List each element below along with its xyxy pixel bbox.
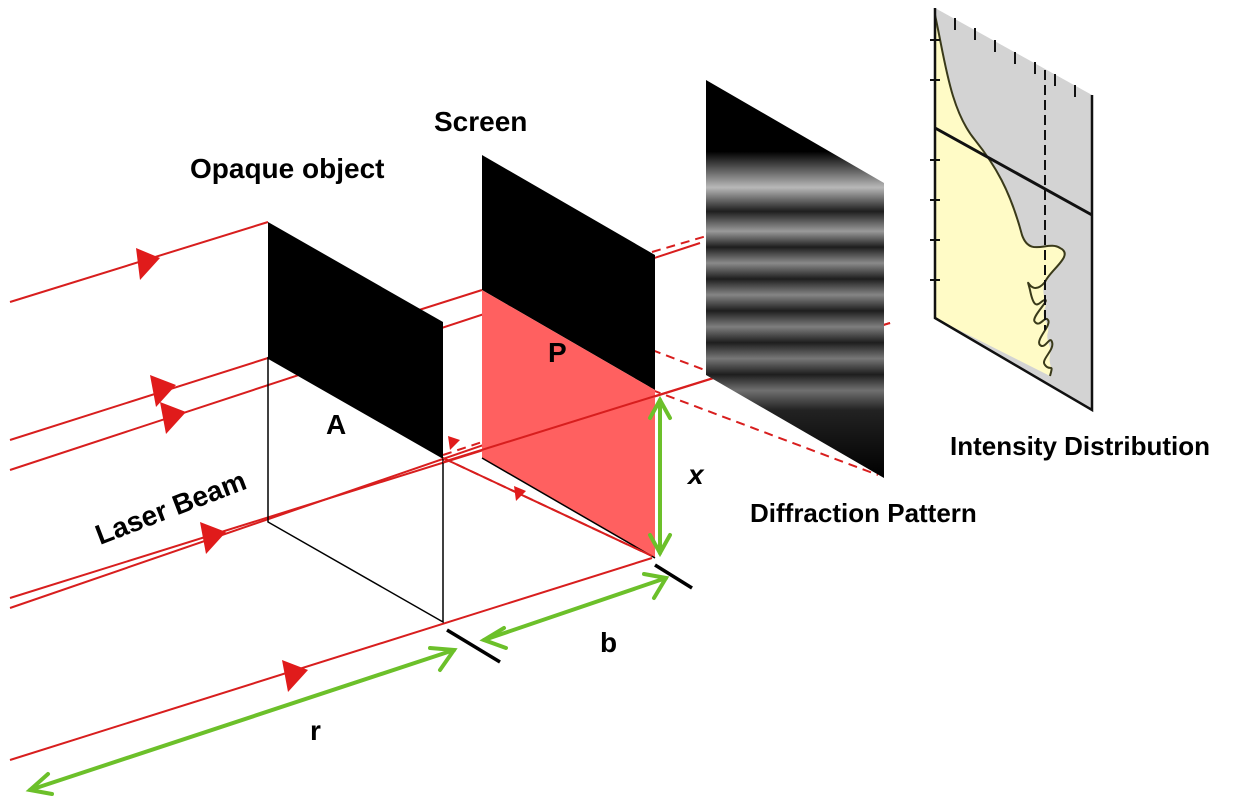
plot-divider (934, 126, 1093, 217)
pattern-panel (706, 80, 884, 478)
opaque-object (267, 222, 444, 624)
label-point-p: P (548, 337, 567, 368)
arrow-bottom (282, 660, 308, 692)
plot-frame (933, 8, 1094, 413)
tick-b-end (654, 563, 693, 590)
opaque-lower-outline (267, 356, 444, 624)
label-distance-x: x (686, 459, 705, 490)
plot-upper-region (935, 8, 1092, 215)
diffraction-pattern (706, 80, 884, 478)
arrow-small-1 (448, 436, 460, 450)
arrow-small-2 (514, 486, 526, 501)
label-intensity-distribution: Intensity Distribution (950, 431, 1210, 461)
dimension-b-arrow (479, 572, 670, 650)
dashed-edge (442, 441, 483, 456)
arrow-top (136, 248, 160, 280)
intensity-area (935, 15, 1065, 376)
beam-under-screen (442, 457, 653, 557)
label-opaque-object: Opaque object (190, 153, 384, 184)
intensity-curve (934, 14, 1066, 377)
beam-bottom (9, 557, 653, 761)
tick-r-end (446, 628, 501, 664)
screen-dark-part (482, 155, 655, 390)
label-laser-beam: Laser Beam (91, 465, 250, 551)
arrow-3 (160, 402, 186, 434)
dashed-low (651, 389, 879, 476)
intensity-plot (930, 8, 1094, 413)
arrow-2 (150, 375, 176, 407)
beam-arrows (136, 248, 526, 692)
arrow-4 (200, 522, 226, 554)
label-diffraction-pattern: Diffraction Pattern (750, 498, 977, 528)
screen (481, 155, 656, 559)
dimension-x-arrow (648, 395, 672, 558)
plot-top-ticks (954, 18, 1076, 97)
dashed-mid (651, 349, 711, 373)
label-distance-r: r (310, 715, 321, 746)
plot-left-ticks (930, 39, 940, 281)
dashed-top (651, 234, 711, 253)
label-screen: Screen (434, 106, 527, 137)
dimension-r-arrow (25, 646, 458, 796)
opaque-panel (268, 222, 443, 458)
label-point-a: A (326, 409, 346, 440)
label-distance-b: b (600, 627, 617, 658)
screen-base-edge (481, 457, 656, 559)
dimension-markers (25, 395, 693, 796)
